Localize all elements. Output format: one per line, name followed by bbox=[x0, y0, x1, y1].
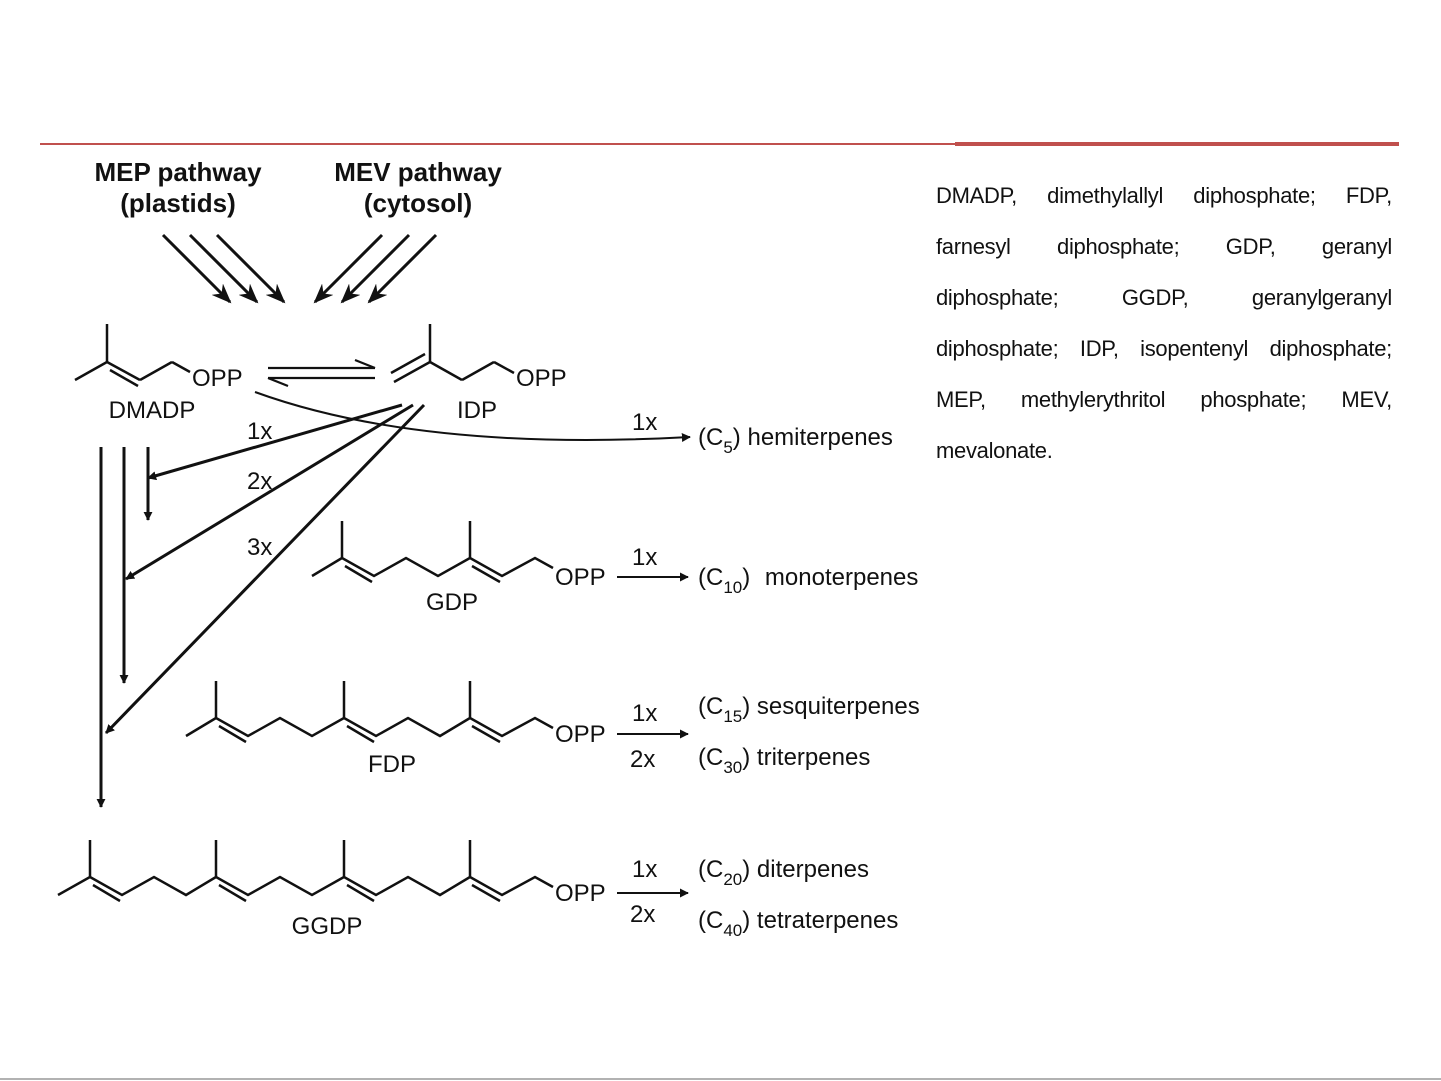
hemiterpene-product: (C5) hemiterpenes bbox=[698, 424, 893, 457]
svg-text:(cytosol): (cytosol) bbox=[364, 188, 472, 218]
monoterpene-multiplier: 1x bbox=[632, 544, 657, 571]
dmadp-structure bbox=[74, 324, 191, 388]
svg-text:MEV pathway: MEV pathway bbox=[334, 157, 502, 187]
ggdp-opp-label: OPP bbox=[555, 880, 606, 907]
mev-pathway-heading: MEV pathway (cytosol) bbox=[334, 157, 502, 218]
dmadp-label: DMADP bbox=[109, 397, 196, 424]
fdp-opp-label: OPP bbox=[555, 721, 606, 748]
fdp-label: FDP bbox=[368, 751, 416, 778]
diterpene-multiplier: 1x bbox=[632, 856, 657, 883]
dmadp-opp-label: OPP bbox=[192, 365, 243, 392]
ggdp-structure bbox=[57, 840, 554, 903]
triterpene-multiplier: 2x bbox=[630, 746, 655, 773]
ggdp-label: GGDP bbox=[292, 913, 363, 940]
tetraterpene-product: (C40) tetraterpenes bbox=[698, 907, 898, 940]
hemiterpene-multiplier: 1x bbox=[632, 409, 657, 436]
sesquiterpene-multiplier: 1x bbox=[632, 700, 657, 727]
gdp-structure bbox=[311, 521, 554, 584]
idp-condensation-arrows bbox=[104, 403, 426, 735]
fdp-structure bbox=[185, 681, 554, 744]
mep-pathway-heading: MEP pathway (plastids) bbox=[94, 157, 262, 218]
idp-structure bbox=[390, 324, 515, 384]
gdp-label: GDP bbox=[426, 589, 478, 616]
mev-arrows bbox=[313, 233, 438, 304]
idp-opp-label: OPP bbox=[516, 365, 567, 392]
mep-arrows bbox=[161, 233, 286, 304]
triterpene-product: (C30) triterpenes bbox=[698, 744, 870, 777]
idp-label: IDP bbox=[457, 397, 497, 424]
ggdp-multiplier: 3x bbox=[247, 534, 272, 561]
sesquiterpene-product: (C15) sesquiterpenes bbox=[698, 693, 920, 726]
svg-text:MEP pathway: MEP pathway bbox=[94, 157, 262, 187]
fdp-multiplier: 2x bbox=[247, 468, 272, 495]
svg-text:(plastids): (plastids) bbox=[120, 188, 236, 218]
monoterpene-product: (C10) monoterpenes bbox=[698, 564, 918, 597]
diterpene-product: (C20) diterpenes bbox=[698, 856, 869, 889]
equilibrium-arrows bbox=[267, 358, 376, 388]
tetraterpene-multiplier: 2x bbox=[630, 901, 655, 928]
hemiterpene-arrow bbox=[254, 391, 691, 442]
abbreviation-legend: DMADP, dimethylallyl diphosphate; FDP, f… bbox=[936, 183, 1392, 463]
gdp-multiplier: 1x bbox=[247, 418, 272, 445]
dmadp-vertical-arrows bbox=[96, 447, 153, 808]
gdp-opp-label: OPP bbox=[555, 564, 606, 591]
